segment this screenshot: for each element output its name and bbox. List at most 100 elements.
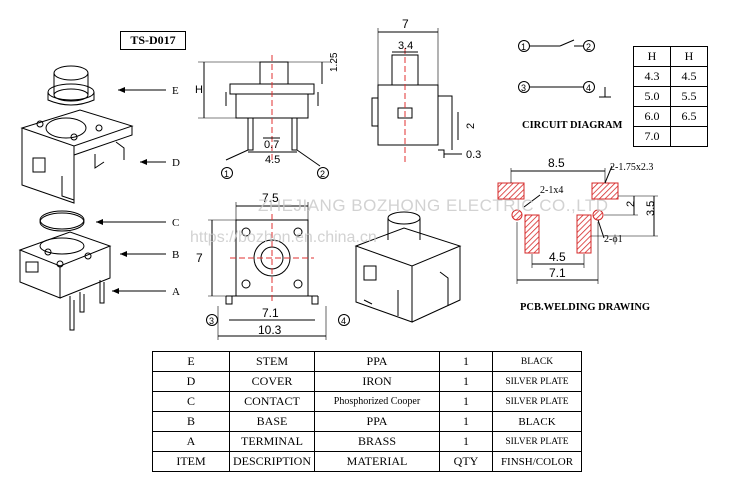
bom-description: TERMINAL bbox=[229, 431, 315, 452]
circuit-caption: CIRCUIT DIAGRAM bbox=[522, 120, 623, 131]
dim-pcb-hole: 2-ϕ1 bbox=[604, 234, 623, 245]
bom-finish: SILVER PLATE bbox=[492, 391, 582, 412]
pcb-slot-left bbox=[524, 214, 540, 254]
isometric-view bbox=[354, 211, 462, 323]
table-row: B BASE PPA 1 BLACK bbox=[152, 411, 582, 432]
bom-header-item: ITEM bbox=[152, 451, 230, 472]
bom-item: B bbox=[152, 411, 230, 432]
model-title: TS-D017 bbox=[120, 31, 186, 50]
table-row: 6.0 6.5 bbox=[633, 106, 708, 127]
table-header-cell: H bbox=[633, 46, 671, 67]
table-row: 4.3 4.5 bbox=[633, 66, 708, 87]
exploded-leaders bbox=[96, 87, 166, 294]
table-cell: 6.0 bbox=[633, 106, 671, 127]
bom-header-finish: FINSH/COLOR bbox=[492, 451, 582, 472]
label-e: E bbox=[172, 85, 179, 97]
dim-pcb-span: 7.1 bbox=[549, 266, 566, 280]
bom-item: E bbox=[152, 351, 230, 372]
table-row: E STEM PPA 1 BLACK bbox=[152, 351, 582, 372]
table-cell: 5.0 bbox=[633, 86, 671, 107]
table-cell: 4.3 bbox=[633, 66, 671, 87]
dim-pcb-v2: 3.5 bbox=[645, 201, 657, 216]
front-view bbox=[206, 202, 350, 340]
label-c: C bbox=[172, 217, 179, 229]
bom-material: PPA bbox=[314, 411, 440, 432]
table-row: ITEM DESCRIPTION MATERIAL QTY FINSH/COLO… bbox=[152, 451, 582, 472]
pin-3-tag: 3 bbox=[209, 316, 214, 326]
bom-material: PPA bbox=[314, 351, 440, 372]
bom-finish: SILVER PLATE bbox=[492, 431, 582, 452]
circuit-pin-4: 4 bbox=[586, 83, 591, 93]
table-cell: 6.5 bbox=[670, 106, 708, 127]
part-c-contact-drawing bbox=[39, 210, 85, 232]
pin-2-tag: 2 bbox=[320, 169, 325, 179]
bom-qty: 1 bbox=[439, 431, 493, 452]
circuit-pin-3: 3 bbox=[521, 83, 526, 93]
exploded-labels: E D C B A bbox=[172, 85, 180, 298]
circuit-pin-labels: 1 2 3 4 bbox=[521, 42, 591, 93]
pcb-slot-right bbox=[576, 214, 592, 254]
dim-pcb-slot: 2-1.75x2.3 bbox=[610, 162, 653, 173]
part-b-base-drawing bbox=[18, 231, 112, 299]
table-row: 7.0 bbox=[633, 126, 708, 147]
watermark-url: https://bozhon.en.china.cn bbox=[190, 229, 377, 246]
table-cell: 7.0 bbox=[633, 126, 671, 147]
dim-pcb-v1: 2 bbox=[625, 201, 637, 207]
dim-top-width: 7 bbox=[402, 17, 409, 31]
bom-description: COVER bbox=[229, 371, 315, 392]
bom-finish: SILVER PLATE bbox=[492, 371, 582, 392]
circuit-diagram bbox=[518, 39, 611, 98]
side-elevation bbox=[198, 55, 330, 179]
bom-qty: 1 bbox=[439, 351, 493, 372]
bom-description: STEM bbox=[229, 351, 315, 372]
watermark-company: ZHEJIANG BOZHONG ELECTRIC CO.,LTD bbox=[258, 196, 609, 215]
bom-header-material: MATERIAL bbox=[314, 451, 440, 472]
table-cell bbox=[670, 126, 708, 147]
height-options-table: H H 4.3 4.5 5.0 5.5 6.0 6.5 7.0 bbox=[633, 46, 708, 147]
dim-front-width: 7.5 bbox=[262, 191, 279, 205]
bom-description: CONTACT bbox=[229, 391, 315, 412]
table-header-cell: H bbox=[670, 46, 708, 67]
part-d-cover-drawing bbox=[20, 109, 134, 204]
table-cell: 4.5 bbox=[670, 66, 708, 87]
front-view-labels: 7.5 7 7.1 10.3 3 4 bbox=[196, 191, 346, 337]
dim-front-height: 7 bbox=[196, 251, 203, 265]
circuit-pin-2: 2 bbox=[586, 42, 591, 52]
part-e-stem-drawing bbox=[47, 65, 95, 106]
circuit-pin-1: 1 bbox=[521, 42, 526, 52]
bom-finish: BLACK bbox=[492, 411, 582, 432]
table-row: A TERMINAL BRASS 1 SILVER PLATE bbox=[152, 431, 582, 452]
pcb-caption: PCB.WELDING DRAWING bbox=[520, 302, 650, 313]
bom-qty: 1 bbox=[439, 411, 493, 432]
bom-material: IRON bbox=[314, 371, 440, 392]
bom-item: C bbox=[152, 391, 230, 412]
exploded-view bbox=[18, 65, 166, 331]
bom-qty: 1 bbox=[439, 371, 493, 392]
bom-header-description: DESCRIPTION bbox=[229, 451, 315, 472]
dim-side-h: 2 bbox=[465, 123, 477, 129]
side-elevation-labels: H 1.25 0.7 4.5 1 2 bbox=[195, 52, 340, 179]
bill-of-materials-table: E STEM PPA 1 BLACK D COVER IRON 1 SILVER… bbox=[152, 351, 582, 472]
dim-pin-pitch: 4.5 bbox=[265, 154, 280, 166]
label-h: H bbox=[195, 84, 203, 96]
dim-pad-pitch: 7.1 bbox=[262, 306, 279, 320]
bom-material: Phosphorized Cooper bbox=[314, 391, 440, 412]
dim-stem: 3.4 bbox=[398, 40, 413, 52]
table-row: H H bbox=[633, 46, 708, 67]
dim-side-thk: 0.3 bbox=[466, 149, 481, 161]
bom-header-qty: QTY bbox=[439, 451, 493, 472]
dim-pcb-width: 8.5 bbox=[548, 156, 565, 170]
dim-pcb-pitch: 4.5 bbox=[549, 250, 566, 264]
label-d: D bbox=[172, 157, 180, 169]
profile-labels: 7 3.4 2 0.3 bbox=[398, 17, 481, 161]
table-cell: 5.5 bbox=[670, 86, 708, 107]
dim-pcb-rect: 2-1x4 bbox=[540, 185, 563, 196]
pcb-labels: 8.5 2-1.75x2.3 2-1x4 2-ϕ1 2 3.5 4.5 7.1 bbox=[540, 156, 657, 280]
bom-finish: BLACK bbox=[492, 351, 582, 372]
pin-4-tag: 4 bbox=[341, 316, 346, 326]
table-row: 5.0 5.5 bbox=[633, 86, 708, 107]
bom-item: D bbox=[152, 371, 230, 392]
bom-material: BRASS bbox=[314, 431, 440, 452]
